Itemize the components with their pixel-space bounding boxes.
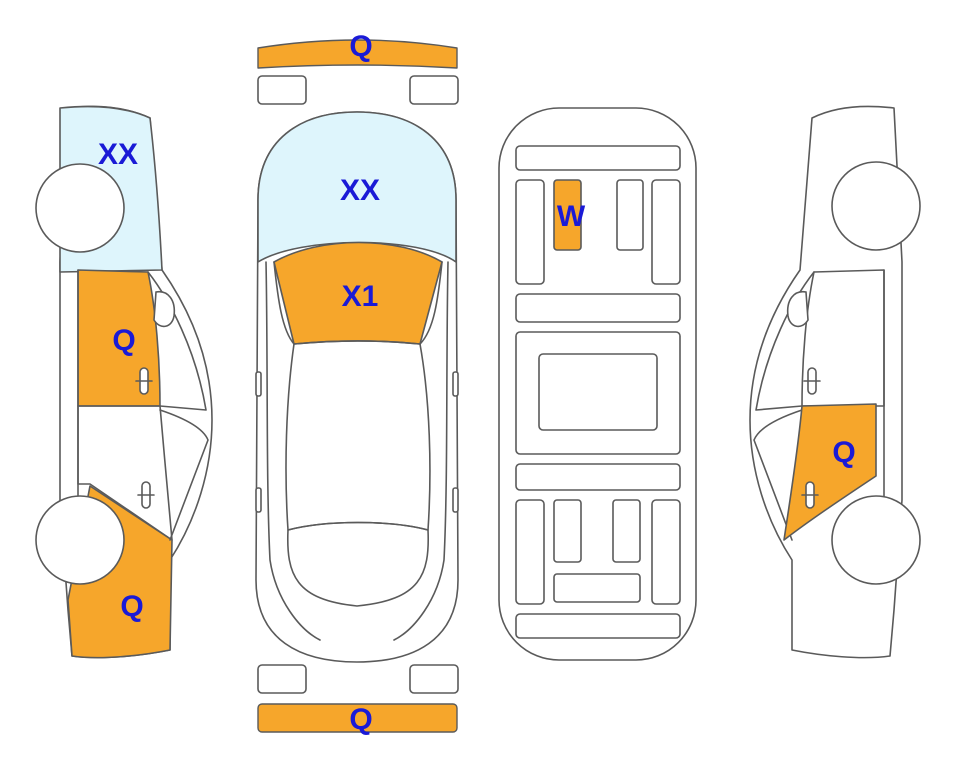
underbody-cross-2 <box>515 463 681 491</box>
left-rear-wheel <box>35 495 125 585</box>
left-windshield-label: XX <box>98 138 138 171</box>
left-rear-quarter-label: Q <box>120 590 143 623</box>
right-window-line-2 <box>753 409 803 541</box>
underbody-rear-rail-left <box>515 499 545 605</box>
front-light-right <box>409 75 459 105</box>
top-windshield-label: XX <box>340 174 380 207</box>
underbody-part-w-zone[interactable] <box>553 179 582 251</box>
top-handle-right <box>452 487 459 513</box>
rear-light-right <box>409 664 459 694</box>
top-view: XX X1 <box>255 111 459 663</box>
underbody-part-w-label: W <box>557 200 586 233</box>
underbody-rail-left <box>515 179 545 285</box>
rear-light-left <box>257 664 307 694</box>
top-rear-window <box>286 521 430 607</box>
rear-bumper-view: Q <box>257 664 459 736</box>
right-handle-rear <box>801 481 819 509</box>
left-window-line-2 <box>159 409 209 541</box>
underbody-slot-right <box>616 179 644 251</box>
top-pillar-left <box>265 261 321 641</box>
front-light-left <box>257 75 307 105</box>
front-bumper-zone[interactable] <box>257 39 458 69</box>
left-window-line <box>147 271 207 411</box>
front-bumper-view: Q <box>257 30 459 105</box>
underbody-center-panel <box>538 353 658 431</box>
underbody-view: W <box>498 107 697 661</box>
right-handle-front <box>803 367 821 395</box>
left-handle-rear <box>137 481 155 509</box>
underbody-rear-bar <box>553 573 641 603</box>
top-handle-left <box>255 487 262 513</box>
top-pillar-right <box>393 261 449 641</box>
right-rear-wheel <box>831 495 921 585</box>
underbody-rear-slot-right <box>612 499 641 563</box>
top-hood-label: X1 <box>342 280 379 313</box>
top-mirror-left <box>255 371 262 397</box>
rear-bumper-label: Q <box>349 703 372 736</box>
underbody-front-bar <box>515 145 681 171</box>
right-window-line <box>755 271 815 411</box>
right-rear-door-label: Q <box>832 436 855 469</box>
left-front-door-label: Q <box>112 324 135 357</box>
top-line-left-a <box>273 261 295 345</box>
left-handle-front <box>135 367 153 395</box>
top-cabin <box>285 340 431 531</box>
underbody-rear-rail-right <box>651 499 681 605</box>
underbody-rear-slot-left <box>553 499 582 563</box>
right-side-view: Q <box>749 105 921 659</box>
right-front-wheel <box>831 161 921 251</box>
top-mirror-right <box>452 371 459 397</box>
left-side-view: XX Q Q <box>35 105 213 659</box>
left-front-wheel <box>35 163 125 253</box>
underbody-tail-bar <box>515 613 681 639</box>
left-mirror <box>153 291 176 328</box>
top-line-right-a <box>419 261 443 345</box>
right-body-outline <box>749 105 903 659</box>
underbody-rail-right <box>651 179 681 285</box>
underbody-cross-1 <box>515 293 681 323</box>
right-mirror <box>786 291 809 328</box>
rear-bumper-zone[interactable] <box>257 703 458 733</box>
front-bumper-label: Q <box>349 30 372 63</box>
